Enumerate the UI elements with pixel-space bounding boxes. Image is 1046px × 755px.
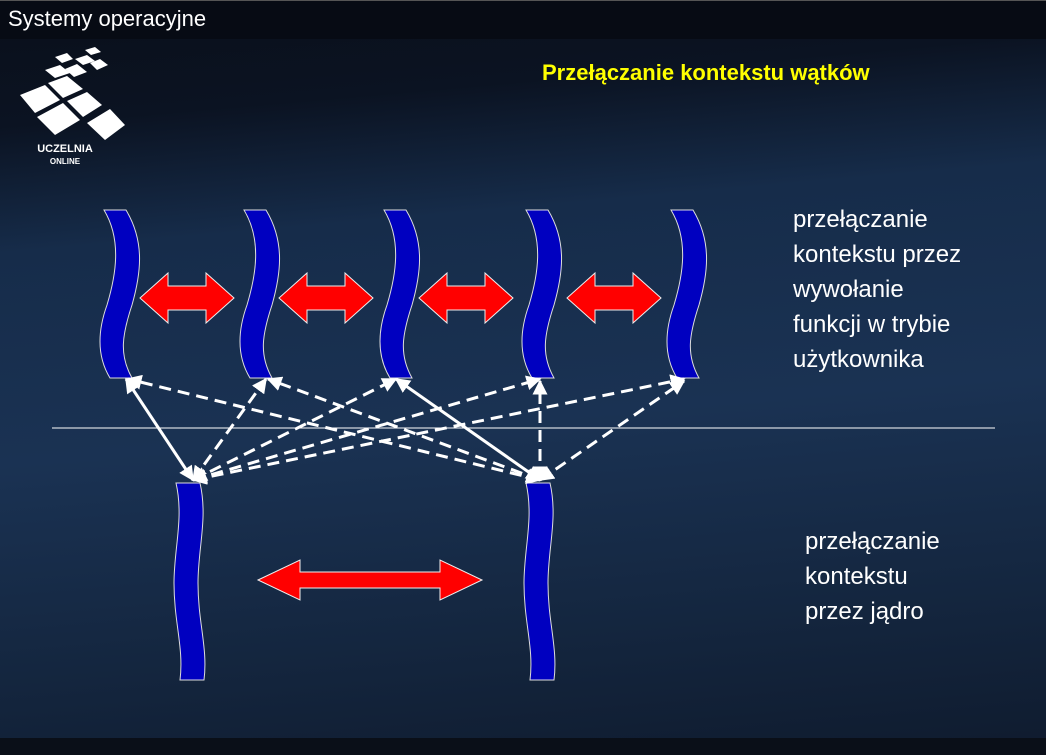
mapping-line [394, 377, 542, 482]
caption-line: wywołanie [793, 276, 904, 303]
user-switch-caption: przełączanie kontekstu przez wywołanie f… [793, 202, 961, 377]
caption-line: użytkownika [793, 346, 924, 373]
kernel-thread-1 [173, 482, 206, 681]
course-title: Systemy operacyjne [8, 6, 207, 31]
mapping-line [266, 376, 542, 483]
kernel-thread-2 [523, 482, 556, 681]
caption-line: przełączanie [793, 206, 928, 233]
user-thread-2 [239, 209, 281, 379]
switch-arrow-1 [139, 272, 235, 324]
mapping-line [126, 374, 542, 485]
user-thread-5 [666, 209, 708, 379]
caption-line: funkcji w trybie [793, 311, 951, 338]
header-bar: Systemy operacyjne [0, 0, 1046, 39]
user-thread-3 [379, 209, 421, 379]
uczelnia-online-logo: UCZELNIA ONLINE [15, 45, 125, 175]
mapping-line [191, 377, 268, 482]
user-thread-1 [99, 209, 141, 379]
svg-text:UCZELNIA: UCZELNIA [37, 143, 93, 155]
caption-line: kontekstu przez [793, 241, 962, 268]
slide-title: Przełączanie kontekstu wątków [542, 60, 870, 85]
caption-line: przełączanie [805, 528, 940, 555]
footer-bar [0, 738, 1046, 755]
mapping-line [538, 379, 686, 482]
kernel-switch-arrow [256, 559, 484, 601]
mapping-line [191, 374, 686, 485]
mapping-line [124, 377, 195, 482]
switch-arrow-3 [418, 272, 514, 324]
caption-line: kontekstu [805, 563, 908, 590]
svg-text:ONLINE: ONLINE [50, 157, 81, 166]
kernel-switch-caption: przełączanie kontekstu przez jądro [805, 524, 940, 629]
switch-arrow-4 [566, 272, 662, 324]
caption-line: przez jądro [805, 598, 924, 625]
user-thread-4 [521, 209, 563, 379]
switch-arrow-2 [278, 272, 374, 324]
